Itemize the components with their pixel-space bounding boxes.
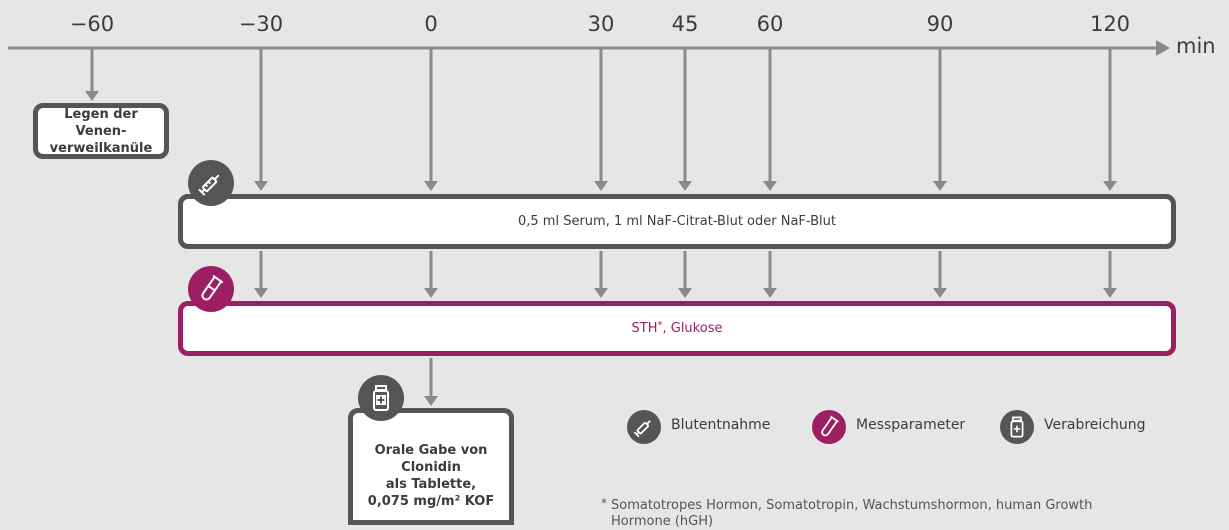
footnote: * Somatotropes Hormon, Somatotropin, Wac… [601, 496, 1131, 530]
sampling-arrow-6-head [1103, 181, 1117, 191]
footnote-text: Somatotropes Hormon, Somatotropin, Wachs… [611, 498, 1093, 529]
parameter-arrow-0-head [254, 288, 268, 298]
legend-test-tube-icon [812, 410, 846, 444]
sampling-arrow-3-head [678, 181, 692, 191]
sampling-arrow-0-head [254, 181, 268, 191]
sampling-arrow-4-head [763, 181, 777, 191]
blood-sampling-box: 0,5 ml Serum, 1 ml NaF-Citrat-Blut oder … [178, 194, 1176, 249]
unit-label: min [1176, 34, 1216, 58]
parameter-arrow-1-head [424, 288, 438, 298]
sampling-arrow-1-head [424, 181, 438, 191]
medicine-bottle-icon [358, 375, 404, 421]
footnote-marker: * [601, 496, 607, 510]
tick-label: 0 [424, 12, 438, 36]
parameters-label: STH*, Glukose [631, 320, 723, 337]
catheter-arrow-head [85, 91, 99, 101]
tick-label: 60 [756, 12, 784, 36]
parameter-arrow-5-head [933, 288, 947, 298]
sampling-arrow-5-head [933, 181, 947, 191]
tick-label: −30 [238, 12, 284, 36]
legend-syringe-icon [627, 410, 661, 444]
catheter-box: Legen der Venen- verweilkanüle [33, 103, 169, 159]
tick-label: 30 [587, 12, 615, 36]
tick-label: 90 [926, 12, 954, 36]
legend-params-label: Messparameter [856, 417, 966, 433]
syringe-icon [188, 160, 234, 206]
legend-admin-label: Verabreichung [1044, 417, 1146, 433]
administration-arrow-head [424, 396, 438, 406]
timeline-arrowhead [1156, 40, 1170, 56]
parameter-arrow-2-head [594, 288, 608, 298]
administration-box: Orale Gabe von Clonidin als Tablette, 0,… [348, 408, 514, 525]
blood-sampling-label: 0,5 ml Serum, 1 ml NaF-Citrat-Blut oder … [517, 214, 836, 229]
tick-label: 45 [671, 12, 699, 36]
parameter-arrow-3-head [678, 288, 692, 298]
legend-bottle-icon [1000, 410, 1034, 444]
tick-label: 120 [1089, 12, 1131, 36]
sampling-arrow-2-head [594, 181, 608, 191]
parameter-arrow-6-head [1103, 288, 1117, 298]
tick-label: −60 [69, 12, 115, 36]
legend-blood-label: Blutentnahme [671, 417, 771, 433]
parameter-arrow-4-head [763, 288, 777, 298]
test-tube-icon [188, 266, 234, 312]
parameters-box: STH*, Glukose [178, 301, 1176, 356]
arrow-layer [85, 48, 1117, 406]
